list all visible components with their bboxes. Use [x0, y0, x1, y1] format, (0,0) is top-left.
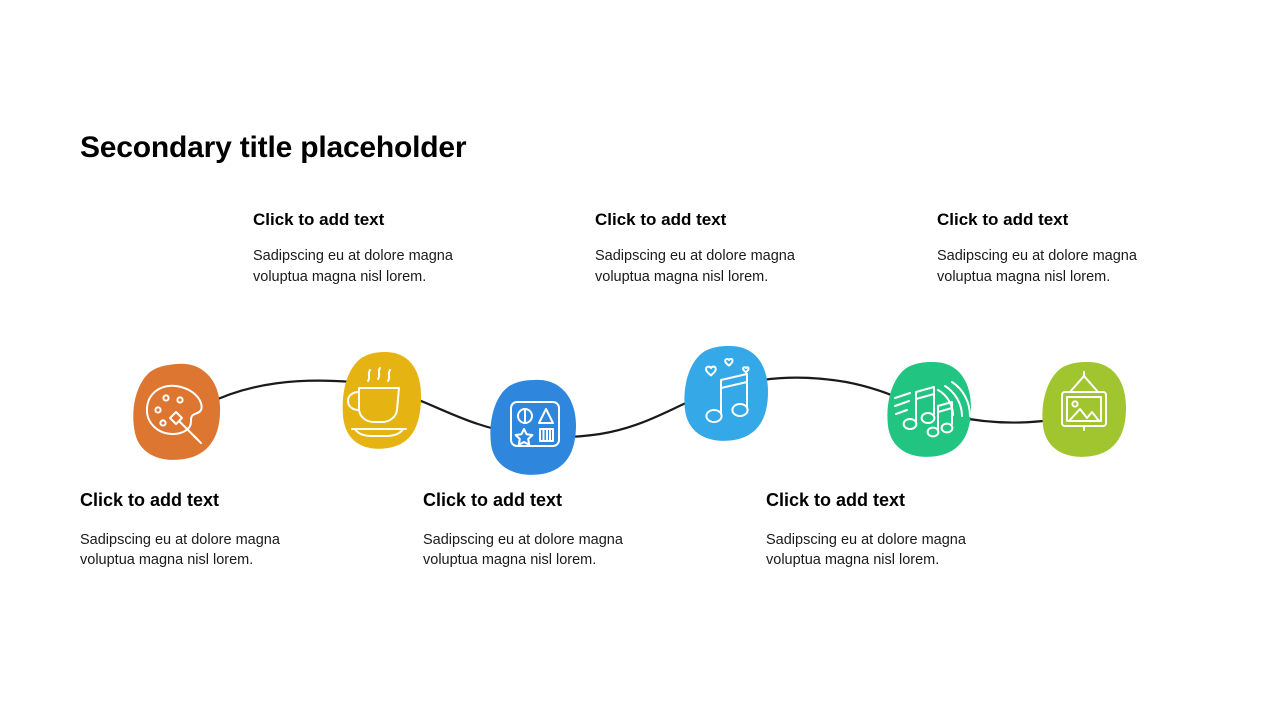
picture-frame-icon [1061, 371, 1107, 431]
blob-shape [887, 361, 971, 457]
flow-node-6[interactable] [1042, 361, 1126, 457]
shape-sorter-icon [510, 401, 560, 447]
text-block-heading: Click to add text [595, 210, 727, 229]
text-block-bottom-2[interactable]: Click to add text Sadipscing eu at dolor… [423, 490, 655, 571]
blob-shape [1042, 361, 1126, 457]
flow-node-2[interactable] [342, 352, 422, 449]
text-block-top-2[interactable]: Click to add text Sadipscing eu at dolor… [595, 210, 827, 288]
text-block-top-3[interactable]: Click to add text Sadipscing eu at dolor… [937, 210, 1169, 288]
flow-node-3[interactable] [490, 379, 576, 475]
text-block-heading: Click to add text [937, 210, 1069, 229]
page-title: Secondary title placeholder [80, 131, 467, 164]
text-block-top-1[interactable]: Click to add text Sadipscing eu at dolor… [253, 210, 485, 288]
coffee-cup-icon [347, 367, 407, 437]
text-block-bottom-3[interactable]: Click to add text Sadipscing eu at dolor… [766, 490, 998, 571]
blob-shape [342, 352, 422, 449]
text-block-body: Sadipscing eu at dolore magna voluptua m… [766, 531, 966, 569]
text-block-body: Sadipscing eu at dolore magna voluptua m… [595, 248, 795, 285]
palette-icon [145, 384, 203, 444]
music-notes-icon [705, 357, 750, 423]
text-block-heading: Click to add text [766, 490, 906, 510]
text-block-body: Sadipscing eu at dolore magna voluptua m… [937, 248, 1137, 285]
blob-shape [490, 379, 576, 475]
flow-node-1[interactable] [133, 363, 221, 460]
text-block-heading: Click to add text [423, 490, 563, 510]
text-block-heading: Click to add text [80, 490, 220, 510]
process-flow-graphic [0, 330, 1280, 490]
music-waves-icon [894, 381, 971, 438]
text-block-body: Sadipscing eu at dolore magna voluptua m… [253, 248, 453, 285]
text-block-body: Sadipscing eu at dolore magna voluptua m… [80, 531, 280, 569]
text-block-bottom-1[interactable]: Click to add text Sadipscing eu at dolor… [80, 490, 312, 571]
text-block-body: Sadipscing eu at dolore magna voluptua m… [423, 531, 623, 569]
text-block-heading: Click to add text [253, 210, 385, 229]
flow-node-5[interactable] [887, 361, 971, 457]
flow-node-4[interactable] [684, 345, 768, 441]
